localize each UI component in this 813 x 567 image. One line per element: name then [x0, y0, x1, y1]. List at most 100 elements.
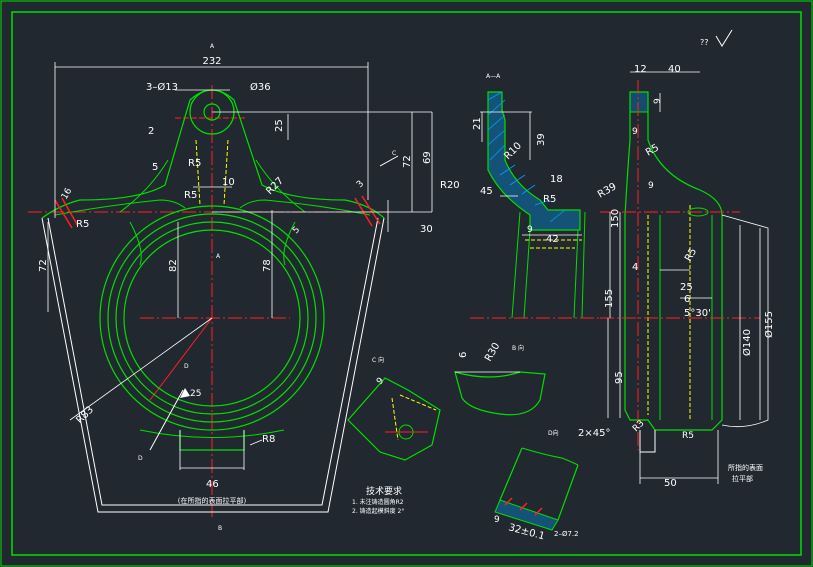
side-bottom-lug: [639, 430, 656, 453]
bottom-lug-arc: [139, 429, 285, 438]
section-legs: [511, 211, 586, 319]
side-dim-r5a: R5: [644, 142, 661, 158]
note-main: (在所指的表面拉平部): [178, 496, 247, 505]
ring-inner: [123, 229, 301, 407]
side-dim-155: 155: [604, 289, 615, 308]
section-profile: [487, 91, 581, 231]
d-arrow-head: [180, 388, 190, 398]
c-dim-9: 9: [375, 376, 386, 387]
side-dim-150: 150: [610, 209, 621, 228]
side-outline: [624, 91, 723, 431]
label-d-arrow-top: D: [184, 363, 189, 370]
dim-3: 3: [355, 179, 366, 190]
hidden-lines-neck: [195, 139, 229, 206]
technical-requirements: 技术要求 1. 未注铸造圆角R2 2. 铸造起模斜度 2°: [352, 485, 404, 515]
tech-line-1: 1. 未注铸造圆角R2: [352, 498, 404, 506]
label-view-c: C 向: [372, 356, 384, 364]
sec-dim-r5: R5: [543, 194, 556, 205]
tech-line-2: 2. 铸造起模斜度 2°: [352, 507, 404, 515]
section-view-a-a: A—A 21 39 R10 R20 45 18 R5 R39 9 42: [440, 73, 619, 319]
side-dim-angle: 5°30': [684, 308, 711, 319]
side-view: 12 40 9 9 R5 9 150 4 R5 25 6 5°30' 155 9…: [578, 29, 775, 489]
dim-r8: R8: [262, 434, 275, 445]
side-dim-lines: [607, 71, 761, 484]
side-dim-6: 6: [684, 294, 690, 305]
dim-30: 30: [420, 224, 433, 235]
dim-5b: 5: [291, 225, 302, 236]
sec-dim-42: 42: [546, 234, 559, 245]
arm-contour: [41, 89, 385, 219]
d-dim-9: 9: [494, 515, 500, 525]
label-center-a: A: [216, 253, 221, 260]
label-view-b: B 向: [512, 344, 524, 352]
roughness-symbol: [715, 29, 733, 47]
dim-5: 5: [152, 162, 158, 173]
side-dim-50: 50: [664, 478, 677, 489]
sec-dim-r39: R39: [596, 181, 619, 200]
side-dim-9b: 9: [632, 127, 638, 137]
ring-3: [115, 221, 309, 415]
side-flange: [721, 214, 769, 428]
dim-46: 46: [206, 479, 219, 490]
side-dim-95: 95: [614, 371, 625, 384]
roughness-label: ??: [700, 38, 709, 47]
sec-dim-18: 18: [550, 174, 563, 185]
label-section: A—A: [486, 73, 501, 80]
main-dimension-lines: [47, 62, 433, 470]
dim-r5c: R5: [76, 219, 89, 230]
side-dim-9a: 9: [653, 98, 663, 104]
view-b-outline: [454, 371, 546, 416]
view-c-outline: [347, 377, 441, 461]
dim-82: 82: [168, 259, 179, 272]
side-dim-4: 4: [632, 262, 638, 273]
dim-25: 25: [274, 119, 285, 132]
sec-dim-9: 9: [527, 225, 533, 235]
section-marks: [54, 195, 381, 229]
side-top-hatch: [629, 91, 649, 113]
side-dim-dia155: Ø155: [763, 311, 775, 338]
view-d-hatch: [494, 499, 559, 531]
side-dim-r5c: R5: [682, 431, 694, 441]
dim-232: 232: [202, 56, 221, 67]
dim-r5b: R5: [184, 190, 197, 201]
side-dim-25: 25: [680, 282, 693, 293]
side-dim-9c: 9: [648, 181, 654, 191]
b-dim-r30: R30: [483, 341, 502, 364]
dim-78: 78: [262, 259, 273, 272]
dim-25b: 25: [190, 389, 201, 399]
ring-2: [107, 213, 317, 423]
dim-dia36: Ø36: [250, 81, 271, 93]
label-d-arrow-bottom: D: [138, 455, 143, 462]
view-d-walls: [499, 447, 579, 521]
main-view: A B A C D D 232 3–Ø13 Ø36 2 25 5 R5 R5 1…: [28, 43, 433, 532]
arm-ribs: [119, 159, 306, 213]
side-hidden: [647, 205, 691, 420]
dim-72b: 72: [402, 155, 413, 168]
view-d: D向 9 32±0.1 2–Ø7.2: [494, 429, 579, 542]
inner-contour: [47, 217, 379, 506]
sec-dim-21: 21: [472, 117, 483, 130]
view-d-marks: [504, 497, 543, 516]
view-b: B 向 6 R30: [454, 341, 546, 416]
c-arrow[interactable]: [379, 155, 399, 167]
side-note-1: 所指的表面: [728, 463, 763, 472]
tech-title: 技术要求: [366, 485, 402, 497]
outer-contour: [41, 217, 385, 513]
side-dim-12: 12: [634, 64, 647, 75]
label-view-b-bottom: B: [218, 525, 222, 532]
view-c: C 向 9: [347, 356, 441, 461]
ring-outer: [99, 205, 325, 431]
inner-border: [11, 11, 802, 556]
centerline-r83: [149, 317, 213, 401]
arm-inner: [54, 199, 371, 216]
sec-dim-39: 39: [536, 133, 547, 146]
dim-69: 69: [422, 151, 433, 164]
section-hidden: [525, 239, 582, 249]
side-dim-r3: R3: [631, 419, 647, 435]
dim-r83: R83: [74, 404, 96, 426]
d-arrow-line[interactable]: [149, 389, 184, 451]
dim-2: 2: [148, 126, 154, 137]
